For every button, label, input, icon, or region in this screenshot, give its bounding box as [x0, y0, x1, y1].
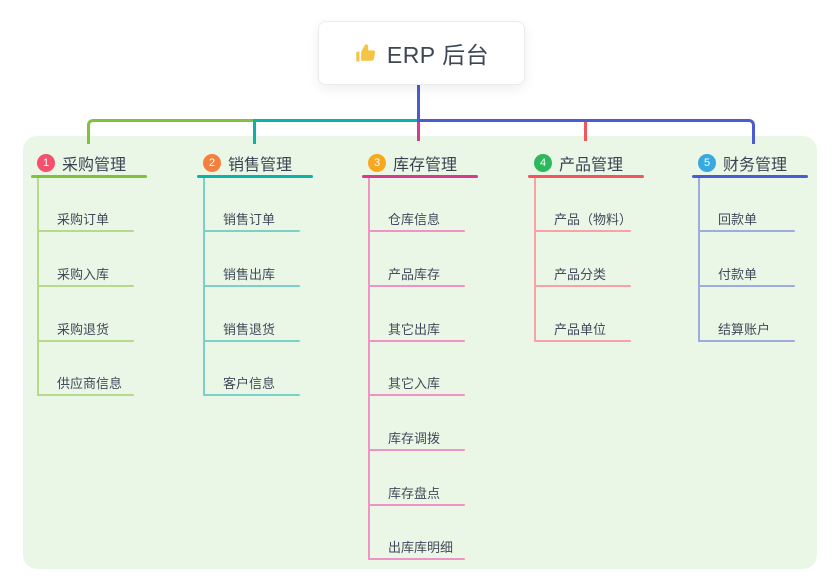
branch-underline [31, 175, 147, 178]
branch-header-finance[interactable]: 5 财务管理 [698, 151, 787, 175]
child-underline [368, 285, 465, 287]
branch-header-purchase[interactable]: 1 采购管理 [37, 151, 126, 175]
child-node-label[interactable]: 产品单位 [554, 322, 607, 337]
root-title: ERP 后台 [386, 42, 490, 68]
child-underline [698, 340, 795, 342]
child-underline [698, 230, 795, 232]
child-node-label[interactable]: 销售退货 [223, 322, 276, 337]
child-underline [368, 340, 465, 342]
child-node-label[interactable]: 仓库信息 [388, 212, 441, 227]
branches-panel [23, 136, 817, 569]
child-node-label[interactable]: 库存盘点 [388, 486, 441, 501]
branch-underline [197, 175, 313, 178]
child-underline [368, 504, 465, 506]
branch-underline [692, 175, 808, 178]
connector-branch-3-line [417, 122, 420, 141]
branch-label: 销售管理 [228, 157, 293, 174]
branch-label: 产品管理 [559, 157, 624, 174]
child-node-label[interactable]: 采购退货 [57, 322, 110, 337]
child-node-label[interactable]: 付款单 [718, 267, 758, 282]
connector-branch-1-line [87, 119, 256, 144]
child-underline [37, 340, 134, 342]
branch-spine [368, 178, 370, 560]
child-underline [368, 230, 465, 232]
branch-label: 财务管理 [723, 157, 788, 174]
child-node-label[interactable]: 回款单 [718, 212, 758, 227]
branch-badge: 5 [698, 154, 716, 172]
branch-spine [37, 178, 39, 396]
branch-spine [203, 178, 205, 396]
child-underline [534, 285, 631, 287]
child-underline [203, 394, 300, 396]
connector-root-line [417, 83, 420, 121]
branch-label: 采购管理 [62, 157, 127, 174]
connector-branch-5-line [417, 119, 755, 144]
child-underline [203, 285, 300, 287]
child-underline [203, 230, 300, 232]
thumbs-up-icon [354, 42, 377, 65]
branch-underline [528, 175, 644, 178]
root-node[interactable]: ERP 后台 [318, 21, 525, 85]
child-node-label[interactable]: 销售订单 [223, 212, 276, 227]
child-underline [534, 230, 631, 232]
branch-spine [534, 178, 536, 342]
child-node-label[interactable]: 客户信息 [223, 376, 276, 391]
child-underline [698, 285, 795, 287]
child-underline [534, 340, 631, 342]
branch-badge: 4 [534, 154, 552, 172]
branch-header-sales[interactable]: 2 销售管理 [203, 151, 292, 175]
branch-badge: 2 [203, 154, 221, 172]
child-node-label[interactable]: 产品（物料） [554, 212, 633, 227]
child-underline [203, 340, 300, 342]
child-underline [368, 449, 465, 451]
child-node-label[interactable]: 结算账户 [718, 322, 771, 337]
child-node-label[interactable]: 出库库明细 [388, 540, 454, 555]
child-node-label[interactable]: 采购入库 [57, 267, 110, 282]
child-underline [37, 285, 134, 287]
branch-header-product[interactable]: 4 产品管理 [534, 151, 623, 175]
branch-badge: 3 [368, 154, 386, 172]
child-node-label[interactable]: 其它入库 [388, 376, 441, 391]
child-underline [37, 394, 134, 396]
child-underline [368, 394, 465, 396]
child-node-label[interactable]: 产品库存 [388, 267, 441, 282]
child-node-label[interactable]: 其它出库 [388, 322, 441, 337]
child-underline [368, 558, 465, 560]
branch-badge: 1 [37, 154, 55, 172]
child-node-label[interactable]: 供应商信息 [57, 376, 123, 391]
child-node-label[interactable]: 产品分类 [554, 267, 607, 282]
child-node-label[interactable]: 销售出库 [223, 267, 276, 282]
child-node-label[interactable]: 库存调拨 [388, 431, 441, 446]
branch-spine [698, 178, 700, 342]
branch-underline [362, 175, 478, 178]
branch-header-inventory[interactable]: 3 库存管理 [368, 151, 457, 175]
connector-branch-4-line [584, 122, 587, 141]
branch-label: 库存管理 [393, 157, 458, 174]
child-underline [37, 230, 134, 232]
connector-branch-2-line [253, 119, 420, 144]
child-node-label[interactable]: 采购订单 [57, 212, 110, 227]
